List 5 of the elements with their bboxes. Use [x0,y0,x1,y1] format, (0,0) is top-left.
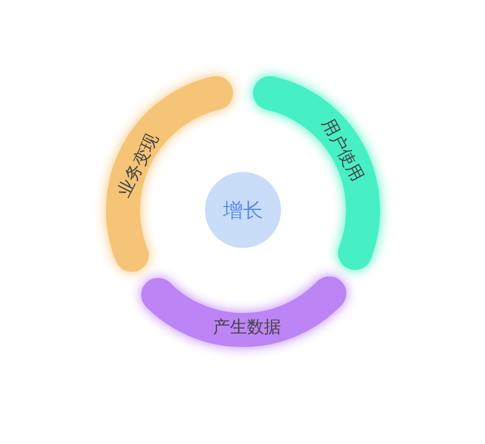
segment-label: 产生数据 [213,316,281,338]
segment-label: 业务变现 [113,129,164,201]
segment-label: 用户使用 [316,114,368,186]
center-circle: 增长 [205,172,281,248]
arc-segment [141,276,347,347]
